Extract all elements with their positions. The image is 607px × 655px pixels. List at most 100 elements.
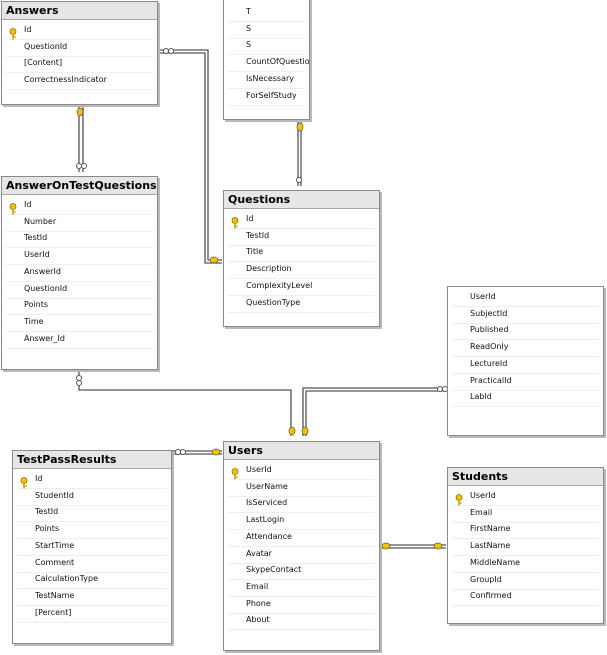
table-title[interactable]: TestPassResults xyxy=(13,451,171,469)
column-row[interactable]: Email xyxy=(452,506,599,523)
column-row[interactable]: Number xyxy=(6,215,153,232)
column-row[interactable]: UserId xyxy=(452,290,599,307)
rel-key-marker xyxy=(301,426,309,436)
column-row[interactable]: LastLogin xyxy=(228,513,375,531)
column-row[interactable]: FirstName xyxy=(452,522,599,540)
table-title[interactable]: Students xyxy=(448,468,603,486)
column-name: Id xyxy=(24,25,32,34)
column-row[interactable]: Id xyxy=(17,472,167,489)
column-row[interactable]: ReadOnly xyxy=(452,340,599,358)
column-name: Published xyxy=(470,325,509,335)
column-row[interactable]: UserId xyxy=(452,489,599,506)
rel-end-marker xyxy=(296,177,302,183)
column-row[interactable]: About xyxy=(228,613,375,631)
column-row[interactable]: MiddleName xyxy=(452,556,599,573)
column-row[interactable]: Id xyxy=(6,23,153,40)
column-row[interactable]: LectureId xyxy=(452,357,599,374)
column-name: CorrectnessIndicator xyxy=(24,75,107,85)
column-name: TestName xyxy=(35,590,75,600)
column-row[interactable]: UserId xyxy=(6,248,153,266)
column-row[interactable]: CountOfQuestion xyxy=(228,55,309,73)
column-row[interactable]: T xyxy=(228,5,305,22)
rel-key-marker xyxy=(288,426,296,436)
column-row[interactable]: Comment xyxy=(17,556,167,573)
column-name: MiddleName xyxy=(470,557,521,567)
column-row[interactable]: Avatar xyxy=(228,547,375,564)
column-row[interactable]: Time xyxy=(6,315,153,332)
column-row[interactable]: ForSelfStudy xyxy=(228,89,305,106)
column-name: [Percent] xyxy=(35,607,72,617)
table-title[interactable]: Answers xyxy=(2,2,157,20)
column-name: Answer_Id xyxy=(24,333,65,343)
column-row[interactable]: Confirmed xyxy=(452,589,599,607)
column-row[interactable]: PracticalId xyxy=(452,374,599,391)
column-row[interactable]: UserName xyxy=(228,480,375,497)
column-row[interactable]: LastName xyxy=(452,539,599,557)
rel-subjectusers-users xyxy=(302,387,446,436)
column-row[interactable]: TestName xyxy=(17,589,167,606)
primary-key-icon xyxy=(8,25,18,40)
column-row[interactable]: Attendance xyxy=(228,530,375,547)
column-row[interactable]: CalculationType xyxy=(17,572,167,590)
column-row[interactable]: Points xyxy=(17,522,167,540)
column-row[interactable]: GroupId xyxy=(452,573,599,590)
column-row[interactable]: S xyxy=(228,38,305,56)
column-name: CountOfQuestion xyxy=(246,57,310,67)
column-row[interactable]: IsNecessary xyxy=(228,72,305,89)
column-name: AnswerId xyxy=(24,266,61,276)
column-row[interactable]: TestId xyxy=(228,229,375,246)
column-row[interactable]: Id xyxy=(6,198,153,215)
rel-key-marker xyxy=(381,542,391,550)
column-row[interactable]: Description xyxy=(228,262,375,280)
column-row[interactable]: StartTime xyxy=(17,539,167,556)
column-row[interactable]: Answer_Id xyxy=(6,332,153,349)
column-name: Number xyxy=(24,216,57,226)
column-row[interactable]: SkypeContact xyxy=(228,563,375,581)
column-name: TestId xyxy=(246,230,270,240)
column-name: UserId xyxy=(470,292,496,301)
column-name: PracticalId xyxy=(470,375,512,385)
column-row[interactable]: LabId xyxy=(452,390,599,408)
column-row[interactable]: QuestionType xyxy=(228,296,375,313)
column-row[interactable]: TestId xyxy=(6,231,153,249)
table-title[interactable]: Users xyxy=(224,442,379,460)
column-name: Id xyxy=(35,474,43,483)
column-row[interactable]: ComplexityLevel xyxy=(228,279,375,296)
column-row[interactable]: IsServiced xyxy=(228,496,375,514)
column-row[interactable]: StudentId xyxy=(17,489,167,506)
column-name: CalculationType xyxy=(35,574,99,584)
column-row[interactable]: Title xyxy=(228,245,375,263)
column-row[interactable]: CorrectnessIndicator xyxy=(6,73,153,91)
column-row[interactable]: Email xyxy=(228,580,375,597)
column-row[interactable]: UserId xyxy=(228,463,375,480)
column-row[interactable]: SubjectId xyxy=(452,307,599,324)
column-row[interactable]: Id xyxy=(228,212,375,229)
column-row[interactable]: [Content] xyxy=(6,56,153,74)
primary-key-icon xyxy=(8,200,18,215)
table-title[interactable]: Questions xyxy=(224,191,379,209)
column-row[interactable]: [Percent] xyxy=(17,606,167,623)
column-row[interactable]: Points xyxy=(6,298,153,316)
table-title[interactable]: AnswerOnTestQuestions xyxy=(2,177,157,195)
column-row[interactable]: QuestionId xyxy=(6,40,153,57)
column-row[interactable]: Published xyxy=(452,323,599,341)
column-row[interactable]: S xyxy=(228,22,305,39)
column-row[interactable]: QuestionId xyxy=(6,282,153,299)
column-row[interactable]: Phone xyxy=(228,597,375,614)
column-name: Phone xyxy=(246,598,271,608)
column-row[interactable]: TestId xyxy=(17,505,167,523)
column-row[interactable]: AnswerId xyxy=(6,265,153,282)
primary-key-icon xyxy=(19,474,29,489)
